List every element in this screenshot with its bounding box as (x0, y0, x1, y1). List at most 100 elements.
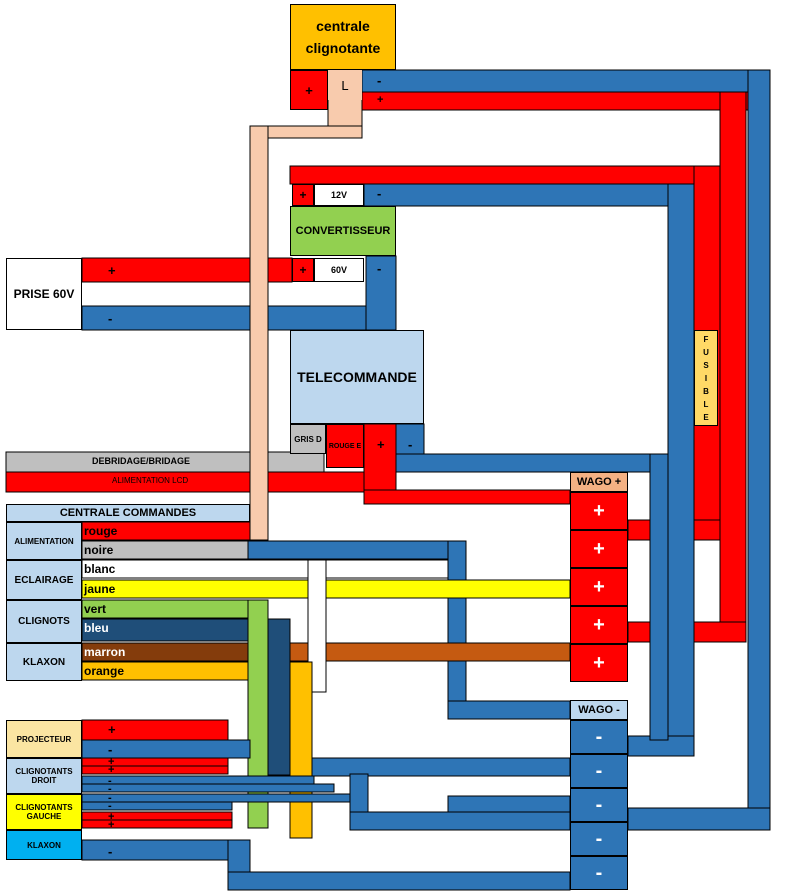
wire-white-blanc (81, 559, 449, 579)
output-sign: - (108, 800, 112, 812)
output-sign: - (108, 844, 113, 859)
wire-label-blanc: blanc (84, 562, 116, 576)
wire-blue-tele-bus (395, 453, 669, 473)
fusible (694, 330, 718, 426)
wire-grey-noire (81, 540, 249, 560)
centrale-commandes-header: CENTRALE COMMANDES (6, 504, 250, 522)
wire-red-cg-1 (81, 811, 233, 821)
wire-blue-return-c (349, 811, 571, 831)
prise-plus: + (108, 263, 116, 278)
wago-terminal: + (570, 606, 628, 644)
telecommande-rouge: ROUGE E (328, 442, 362, 450)
wire-red-cd-2 (81, 765, 229, 775)
wire-blue-bottom-neg (627, 807, 771, 831)
wago-plus-title: WAGO + (576, 476, 622, 488)
centrale-clignotante-plus: + (305, 82, 313, 98)
fusible-letter: U (703, 348, 709, 357)
wire-blue-right-neg (747, 69, 771, 831)
telecommande-minus: - (408, 437, 413, 452)
wire-label-vert: vert (84, 602, 107, 616)
wire-blue-top-neg (361, 69, 771, 93)
wago-terminal: + (570, 644, 628, 682)
centrale-clignotante-plus-terminal: + (290, 70, 328, 110)
wago-terminal: - (570, 754, 628, 788)
fusible-letter: E (703, 413, 709, 422)
clignotants-gauche-box: CLIGNOTANTS GAUCHE (6, 794, 82, 830)
wago-terminal: + (570, 568, 628, 606)
wago-terminal-sign: - (595, 725, 603, 748)
convertisseur-out-minus: - (377, 261, 382, 276)
output-sign: + (108, 722, 116, 737)
wire-red-cd-1 (81, 757, 229, 767)
wire-blue-cd-2 (81, 783, 335, 793)
commandes-group-alimentation: ALIMENTATION (6, 522, 82, 560)
wire-label-jaune: jaune (84, 582, 116, 596)
commandes-group-label: CLIGNOTS (18, 616, 70, 627)
wago-terminal: - (570, 720, 628, 754)
debridage-label: DEBRIDAGE/BRIDAGE (92, 456, 191, 466)
wire-blue-wago-bridge (447, 795, 571, 813)
wire-blue-tele-drop (649, 453, 669, 741)
output-sign: - (108, 783, 112, 795)
convertisseur-in-minus: - (377, 186, 382, 201)
wago-terminal-sign: - (595, 793, 603, 816)
convertisseur-out-plus: + (292, 258, 314, 282)
clignotants-droit-box: CLIGNOTANTS DROIT (6, 758, 82, 794)
wire-blue-noire-drop (447, 540, 467, 720)
centrale-clignotante: centrale clignotante (290, 4, 396, 70)
convertisseur-label: CONVERTISSEUR (295, 225, 391, 237)
wago-terminal: - (570, 822, 628, 856)
commandes-group-label: KLAXON (22, 656, 66, 668)
wire-label-rouge: rouge (84, 524, 118, 538)
telecommande-rouge-terminal: ROUGE E (326, 424, 364, 468)
klaxon-output-label: KLAXON (27, 840, 61, 850)
telecommande: TELECOMMANDE (290, 330, 424, 424)
wago-plus-header: WAGO + (570, 472, 628, 492)
convertisseur: CONVERTISSEUR (290, 206, 396, 256)
fusible-letter: I (704, 374, 708, 383)
wire-blue-cd-1 (81, 775, 315, 785)
wire-red-tele-to-wago (363, 489, 571, 505)
output-sign: - (108, 792, 112, 804)
convertisseur-in-plus-sign: + (299, 188, 307, 202)
wago-terminal: + (570, 492, 628, 530)
alimentation-lcd-label: ALIMENTATION LCD (112, 476, 189, 485)
projecteur-label: PROJECTEUR (16, 734, 72, 744)
wago-terminal-sign: - (595, 759, 603, 782)
wago-terminal-sign: + (593, 575, 605, 598)
output-sign: - (108, 775, 112, 787)
wire-brownwire-marron (287, 642, 571, 662)
fusible-letter: B (703, 387, 709, 396)
wire-blue-noire (247, 540, 467, 560)
convertisseur-out-value: 60V (314, 258, 364, 282)
wago-terminal-sign: + (593, 499, 605, 522)
telecommande-gris: GRIS D (294, 434, 322, 444)
wago-terminal: + (570, 530, 628, 568)
telecommande-gris-terminal: GRIS D (290, 424, 326, 454)
wire-blue-cg-1 (81, 793, 351, 803)
wago-terminal-sign: + (593, 537, 605, 560)
wire-blue-return-a (311, 757, 571, 777)
wire-green-vert (81, 599, 269, 619)
wire-label-noire: noire (84, 543, 114, 557)
wago-terminal-sign: + (593, 613, 605, 636)
telecommande-label: TELECOMMANDE (297, 369, 417, 385)
commandes-group-label: ALIMENTATION (14, 536, 74, 546)
wire-blue-cg-2 (81, 801, 233, 811)
wire-red-cg-2 (81, 819, 233, 829)
wago-terminal-sign: - (595, 861, 603, 884)
convertisseur-out-plus-sign: + (299, 263, 307, 277)
wire-blue-klaxon-bottom (227, 871, 571, 891)
fusible-letter: S (703, 361, 709, 370)
wire-red-conv-in (289, 165, 721, 185)
wire-label-marron: marron (84, 645, 126, 659)
prise-label: PRISE 60V (13, 287, 75, 301)
wago-terminal: - (570, 788, 628, 822)
telecommande-plus: + (377, 437, 385, 452)
wago-minus-header: WAGO - (570, 700, 628, 720)
output-sign: + (108, 756, 115, 768)
top-bus-plus: + (377, 94, 384, 106)
clignotants-droit-label: CLIGNOTANTS DROIT (15, 767, 73, 785)
